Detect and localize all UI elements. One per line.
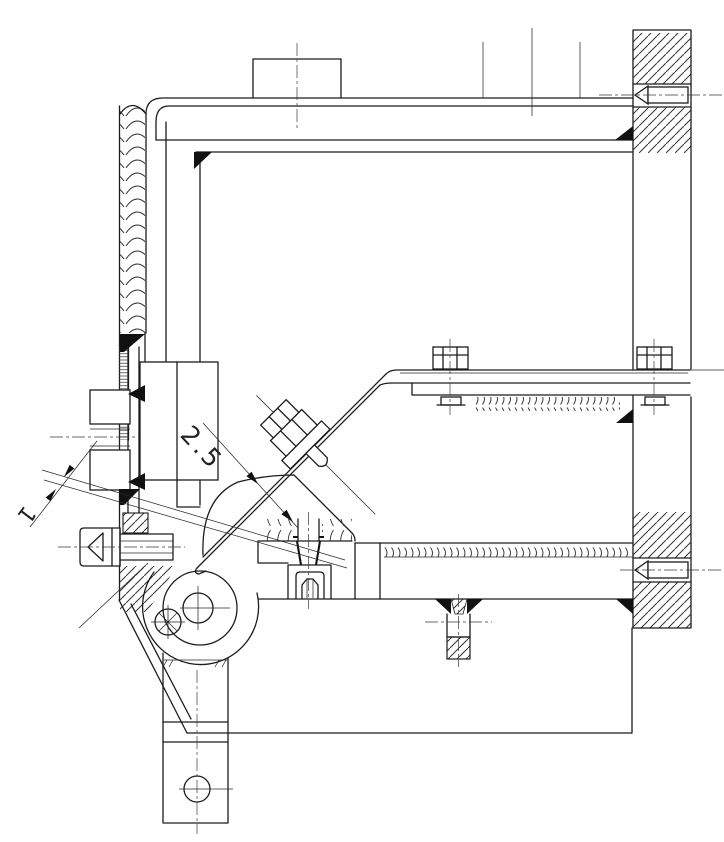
set-screw-upper xyxy=(599,84,723,106)
set-screw-lower xyxy=(620,559,723,581)
upper-stud-lines xyxy=(482,28,581,116)
top-boss xyxy=(252,43,342,128)
top-frame xyxy=(145,28,634,508)
right-wall xyxy=(599,29,723,629)
dimension-annotations xyxy=(29,422,348,629)
left-clamp-screw xyxy=(58,527,185,567)
diagonal-bolt-stack xyxy=(256,395,376,515)
upper-strap-assembly xyxy=(194,339,724,575)
bracket xyxy=(118,566,192,734)
gap-reference-lines xyxy=(41,469,348,569)
thread-texture-plate xyxy=(384,545,630,557)
cam-pivot xyxy=(141,570,260,666)
countersunk-stud xyxy=(425,594,492,667)
strap-bolt-right xyxy=(636,339,673,415)
strap-tip xyxy=(194,567,207,575)
dim-line-1 xyxy=(29,440,98,528)
clamp-body xyxy=(202,474,381,609)
bellows-texture xyxy=(120,106,145,333)
base-plate-assembly xyxy=(186,542,634,734)
thread-texture-bar xyxy=(475,397,620,411)
pivot-crosshair xyxy=(151,605,185,639)
weld-marks xyxy=(119,126,633,614)
strap-bolt-left xyxy=(432,339,469,415)
counterbore-screw xyxy=(293,512,325,609)
pivot-arm xyxy=(162,652,233,834)
spring-washer-texture-left xyxy=(266,519,296,541)
spring-washer-texture-right xyxy=(322,519,352,541)
side-plate-assembly xyxy=(50,346,219,534)
